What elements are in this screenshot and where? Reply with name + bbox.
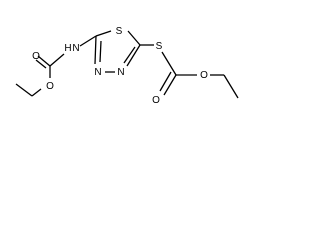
bond-ch2-methyl-right: [223, 74, 239, 99]
bond-ring-c2-n3: [126, 44, 141, 67]
atom-label-carbamate-carbonyl-o: O: [32, 51, 40, 62]
carbamate-group: [15, 35, 97, 97]
bond-carbonyl-c-o-bottom: [163, 74, 177, 96]
bond-ring-c2-n3-double: [123, 46, 136, 64]
bond-n-ring-c: [79, 35, 97, 47]
atom-label-ring-s: S: [116, 26, 123, 37]
atom-label-amide-h: H: [64, 43, 71, 54]
thiadiazole-ring: [94, 30, 141, 73]
bond-carbonyl-c-n: [49, 53, 65, 67]
bond-methyl-ch2-left: [15, 83, 33, 97]
bond-carbonyl-c-o-left: [37, 55, 51, 67]
chemical-structure: O O H N S N N S O O: [15, 26, 239, 106]
atom-label-thio-ester-o: O: [200, 70, 208, 81]
bond-ring-s-c2: [127, 30, 141, 46]
thiocarbonate-group: [140, 44, 239, 99]
atom-label-thio-s: S: [156, 41, 163, 52]
bond-ch2-ester-o-left: [31, 88, 42, 97]
bond-ring-n4-c5: [94, 35, 97, 65]
bond-ring-c5-s: [95, 30, 112, 37]
atom-label-amide-n: N: [72, 43, 79, 54]
atom-label-thio-carbonyl-o: O: [152, 95, 160, 106]
bond-carbonyl-c-o-left-double: [35, 59, 47, 69]
bond-carbonyl-c-o-bottom-double: [159, 71, 172, 92]
bond-ring-n4-c5-double: [99, 40, 102, 63]
bond-thio-s-carbonyl-c: [161, 51, 177, 76]
atom-label-ring-n-b: N: [117, 67, 124, 78]
atom-label-ring-n-a: N: [94, 67, 101, 78]
atom-label-carbamate-ester-o: O: [46, 81, 54, 92]
